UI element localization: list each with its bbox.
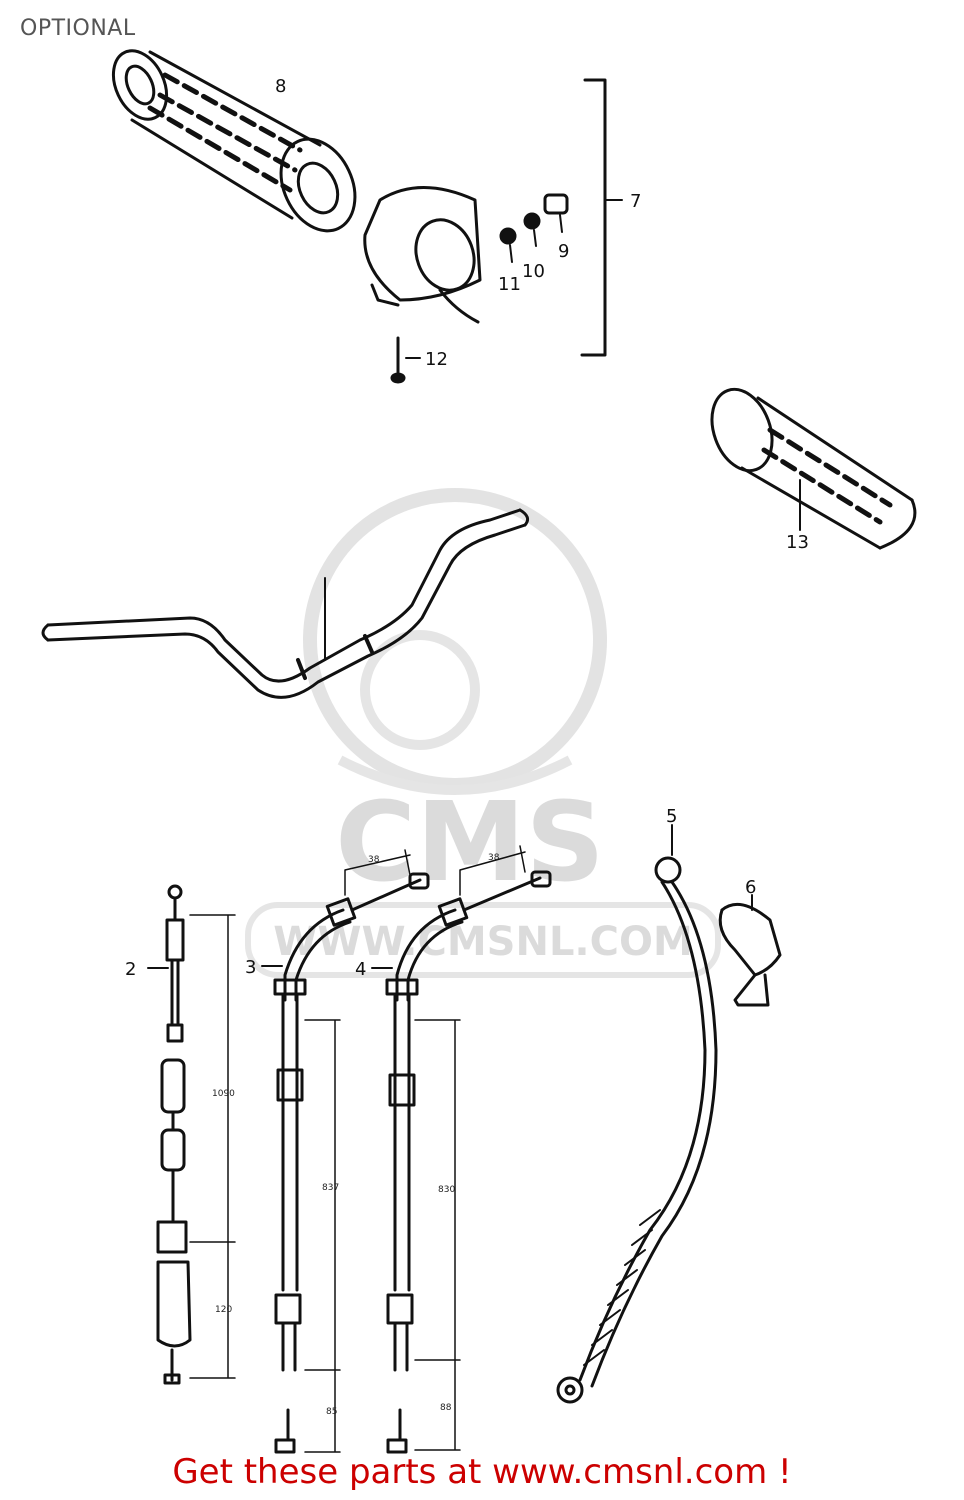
cable-part-2 xyxy=(156,884,192,1385)
footer-parts-link[interactable]: Get these parts at www.cmsnl.com ! xyxy=(172,1452,792,1492)
handlebar xyxy=(41,508,530,699)
dimension-38-part-3: 38 xyxy=(368,855,380,865)
callout-7: 7 xyxy=(630,191,641,212)
watermark-brand: CMS xyxy=(335,778,604,906)
cable-part-5 xyxy=(556,824,718,1404)
dimension-837: 837 xyxy=(322,1183,339,1193)
rubber-boot-part-6 xyxy=(718,894,782,1007)
watermark-url: WWW.CMSNL.COM xyxy=(273,919,693,965)
callout-labels: 2 3 4 5 6 7 8 9 10 11 12 13 xyxy=(125,76,809,980)
cms-watermark: CMS WWW.CMSNL.COM xyxy=(245,488,721,978)
callout-3: 3 xyxy=(245,957,256,978)
callout-11: 11 xyxy=(498,274,521,295)
dimension-lines-part-3 xyxy=(304,849,411,1453)
right-grip-part-13 xyxy=(710,387,917,550)
callout-9: 9 xyxy=(558,241,569,262)
callout-4: 4 xyxy=(355,959,366,980)
dimension-lines-part-4 xyxy=(414,845,526,1451)
optional-label: OPTIONAL xyxy=(20,16,136,41)
dimension-1090: 1090 xyxy=(212,1089,235,1099)
assembly-bracket-7 xyxy=(580,78,607,357)
cable-part-3 xyxy=(273,872,430,1454)
callout-2: 2 xyxy=(125,959,136,980)
callout-5: 5 xyxy=(666,806,677,827)
callout-6: 6 xyxy=(745,877,756,898)
cable-part-4 xyxy=(385,870,552,1454)
callout-8: 8 xyxy=(275,76,286,97)
dimension-38-part-4: 38 xyxy=(488,853,500,863)
dimension-labels: 1090 120 837 830 85 88 38 38 xyxy=(212,853,500,1417)
left-grip-part-8 xyxy=(111,49,357,233)
callout-10: 10 xyxy=(522,261,545,282)
screw-part-12 xyxy=(390,336,421,384)
callout-12: 12 xyxy=(425,349,448,370)
dimension-830: 830 xyxy=(438,1185,455,1195)
dimension-120: 120 xyxy=(215,1305,232,1315)
dimension-85: 85 xyxy=(326,1407,337,1417)
dimension-88: 88 xyxy=(440,1403,452,1413)
throttle-housing xyxy=(363,186,482,324)
callout-13: 13 xyxy=(786,532,809,553)
small-hardware-9-10-11 xyxy=(499,193,569,263)
dimension-lines-part-2 xyxy=(189,914,236,1379)
